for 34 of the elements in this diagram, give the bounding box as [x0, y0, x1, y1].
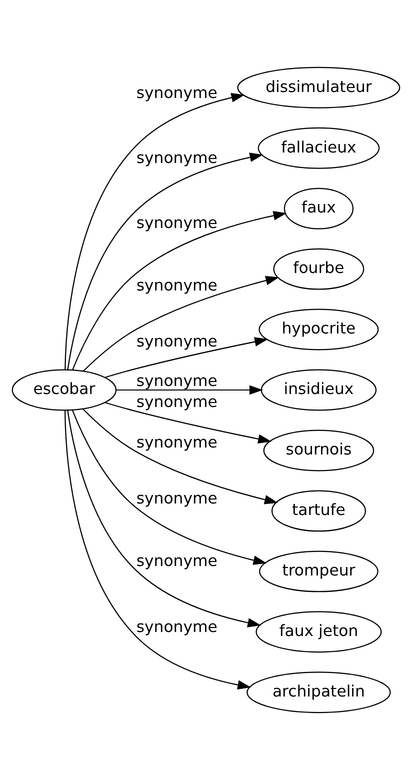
node-ellipse: dissimulateur: [237, 66, 400, 108]
arrow: [72, 409, 267, 564]
edge-label: synonyme: [136, 82, 218, 102]
node-ellipse: trompeur: [259, 550, 378, 592]
edge-label: synonyme: [136, 147, 218, 166]
arrow: [82, 275, 280, 372]
edge-label: synonyme: [136, 370, 218, 390]
arrow: [67, 410, 262, 627]
arrow: [64, 410, 252, 690]
node-ellipse: sournois: [263, 429, 374, 471]
edge-label: synonyme: [136, 488, 218, 507]
node-ellipse: fourbe: [273, 248, 364, 290]
edge-label: synonyme: [136, 432, 218, 451]
node-ellipse: faux: [284, 187, 354, 229]
arrow: [72, 210, 287, 370]
node-ellipse: insidieux: [260, 368, 377, 410]
node-ellipse: escobar: [12, 368, 117, 410]
edge-label: synonyme: [136, 331, 218, 350]
arrow: [116, 384, 263, 394]
arrow: [64, 92, 245, 370]
arrow: [82, 408, 278, 504]
arrow: [104, 336, 268, 378]
node-ellipse: fallacieux: [258, 126, 380, 168]
edge-label: synonyme: [136, 275, 218, 294]
edge-label: synonyme: [136, 212, 218, 232]
edge-label: synonyme: [136, 550, 218, 570]
node-ellipse: archipatelin: [246, 671, 391, 713]
node-ellipse: faux jeton: [256, 610, 382, 652]
arrow: [104, 401, 272, 444]
arrow: [67, 152, 264, 370]
node-ellipse: tartufe: [271, 490, 366, 532]
edge-label: synonyme: [136, 392, 218, 411]
node-ellipse: hypocrite: [258, 308, 379, 350]
edge-label: synonyme: [136, 616, 218, 636]
